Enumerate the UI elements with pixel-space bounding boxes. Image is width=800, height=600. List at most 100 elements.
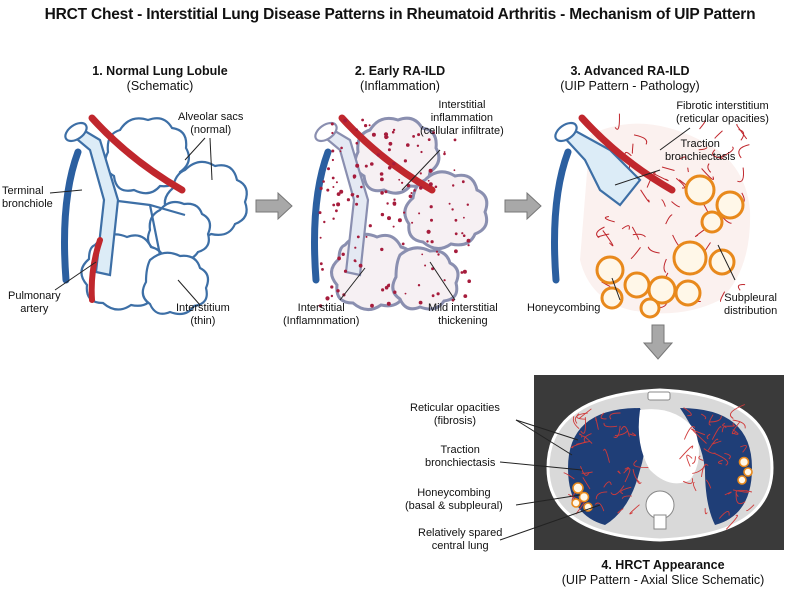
pulmonary-artery-vessel (88, 114, 186, 194)
fibrotic-strand (712, 149, 724, 159)
inflammatory-cell-dot (325, 296, 330, 301)
fibrotic-strand (707, 438, 719, 451)
inflammatory-cell-dot (336, 192, 341, 197)
inflammatory-cell-dot (335, 181, 338, 184)
fibrotic-strand (603, 422, 618, 428)
inflammatory-cell-dot (364, 164, 368, 168)
inflammatory-cell-dot (397, 218, 402, 223)
inflammatory-cell-dot (416, 144, 420, 147)
inflammatory-cell-dot (435, 250, 439, 253)
fibrotic-strand (683, 478, 694, 484)
inflammatory-cell-dot (365, 235, 368, 238)
honeycomb-cyst (595, 255, 625, 285)
fibrotic-strand (620, 486, 632, 495)
fibrotic-strand (580, 466, 590, 476)
fibrotic-strand (609, 412, 621, 420)
fibrotic-strand (714, 130, 723, 139)
inflammatory-cell-dot (339, 189, 344, 194)
panel-3-illustration (551, 113, 751, 319)
inflammatory-cell-dot (404, 292, 407, 295)
fibrotic-strand (629, 504, 640, 515)
fibrotic-strand (732, 429, 739, 435)
inflammatory-cell-dot (332, 217, 335, 220)
inflammatory-cell-dot (380, 177, 384, 182)
label-fibrotic-line2: (reticular opacities) (676, 113, 769, 125)
inflammatory-cell-dot (427, 138, 431, 142)
inflammatory-cell-dot (380, 247, 384, 252)
label-ct-honeycombing-line1: Honeycombing (417, 487, 491, 499)
fibrotic-strand (740, 445, 747, 453)
inflammatory-cell-dot (451, 298, 455, 302)
ct-reticular-lines (563, 404, 755, 530)
label-interstitium-thin: Interstitium (thin) (176, 302, 230, 328)
fibrotic-strand (724, 452, 731, 460)
inflammatory-cell-dot (388, 283, 391, 286)
fibrotic-strand (597, 233, 610, 238)
honeycomb-cyst (639, 297, 661, 319)
fibrotic-strand (732, 419, 746, 429)
fibrotic-strand (722, 422, 735, 427)
ct-honeycomb-cysts (571, 456, 753, 512)
panel-3-heading: 3. Advanced RA-ILD (570, 64, 690, 78)
fibrotic-strand (732, 422, 736, 427)
fibrotic-strand (632, 233, 646, 238)
label-inflammation-line3: (cellular infiltrate) (420, 125, 504, 137)
inflammatory-cell-dot (430, 218, 433, 222)
inflammatory-cell-dot (392, 128, 396, 132)
fibrotic-strand (679, 156, 687, 161)
fibrotic-strand (746, 504, 755, 512)
inflammatory-cell-dot (462, 234, 466, 237)
inflammatory-cell-dot (368, 224, 372, 228)
fibrotic-strand (698, 147, 708, 151)
label-spared-line2: central lung (431, 540, 489, 552)
fibrotic-strand (617, 508, 624, 514)
lower-artery-vessel (88, 237, 103, 303)
panel-2-title: 2. Early RA-ILD (Inflammation) (290, 64, 510, 94)
label-honeycombing: Honeycombing (527, 302, 600, 315)
label-ct-traction-line2: bronchiectasis (425, 457, 496, 469)
label-terminal-bronchiole: Terminal bronchiole (2, 185, 53, 211)
inflammatory-cell-dot (319, 236, 322, 239)
inflammatory-cell-dot (451, 208, 454, 211)
panel-1-title: 1. Normal Lung Lobule (Schematic) (50, 64, 270, 94)
inflammatory-cell-dot (380, 212, 385, 217)
inflammatory-cell-dot (417, 133, 421, 137)
fibrotic-strand (708, 414, 714, 426)
label-thickening-line2: thickening (438, 315, 488, 327)
fibrotic-strand (594, 502, 605, 512)
panel-2-subheading: (Inflammation) (360, 79, 440, 93)
fibrotic-strand (581, 471, 593, 474)
fibrotic-strand (738, 129, 745, 141)
inflammatory-cell-dot (322, 180, 325, 183)
fibrotic-strand (581, 435, 593, 444)
fibrotic-strand (613, 425, 621, 438)
fibrotic-strand (724, 491, 732, 496)
fibrotic-strand (683, 407, 692, 417)
inflammatory-cell-dot (356, 235, 360, 239)
inflammatory-cell-dot (408, 194, 413, 199)
inflammatory-cell-dot (437, 253, 440, 256)
inflammatory-cell-dot (321, 268, 324, 271)
inflammatory-cell-dot (337, 256, 341, 261)
fibrotic-strand (604, 216, 615, 223)
fibrotic-strand (737, 167, 744, 183)
label-ct-traction-line1: Traction (440, 444, 480, 456)
heart-mediastinum (638, 409, 699, 484)
fibrotic-strand (718, 511, 730, 519)
inflammatory-cell-dot (463, 216, 465, 219)
left-lung (680, 408, 752, 525)
inflammatory-cell-dot (454, 249, 458, 254)
fibrotic-strand (683, 425, 696, 440)
fibrotic-strand (720, 291, 726, 302)
fibrotic-strand (686, 454, 693, 467)
label-thickening-line1: Mild interstitial (428, 302, 498, 314)
fibrotic-strand (737, 284, 746, 291)
arrow-panel3-to-panel4 (642, 324, 674, 360)
fibrotic-strand (631, 226, 640, 241)
label-interstitial-line1: Interstitial (297, 302, 345, 314)
panel-1-illustration (49, 114, 248, 316)
fibrotic-strand (632, 469, 640, 483)
fibrotic-strand (602, 230, 614, 247)
panel-1-subheading: (Schematic) (126, 79, 194, 93)
inflammatory-cell-dot (331, 149, 335, 153)
